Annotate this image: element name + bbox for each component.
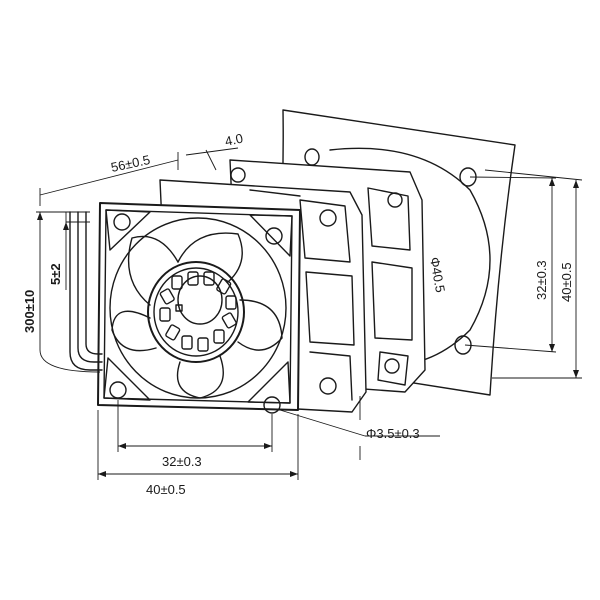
- front-hole-top-right: [265, 227, 283, 245]
- rear-hole-top: [387, 192, 403, 208]
- dim-mount-hole: Φ3.5±0.3: [366, 426, 420, 441]
- dim-hole-spacing-front: 32±0.3: [162, 454, 202, 469]
- plate-hole-bottom-right: [454, 335, 472, 355]
- dim-lead-strip: 5±2: [48, 263, 63, 285]
- front-hole-top-left: [113, 213, 131, 231]
- mid-hole-top: [319, 209, 337, 227]
- mid-hole-bottom: [319, 377, 337, 395]
- dim-duct-diameter: Φ40.5: [427, 256, 448, 294]
- dim-lead-length: 300±10: [22, 290, 37, 333]
- lead-wires: [66, 211, 103, 371]
- front-fan-frame: [97, 202, 301, 414]
- rear-hole-top-left: [230, 167, 246, 183]
- dim-hole-spacing-side: 32±0.3: [534, 260, 549, 300]
- dim-frame-width-front: 40±0.5: [146, 482, 186, 497]
- dim-frame-height-side: 40±0.5: [559, 262, 574, 302]
- dim-overall-depth: 56±0.5: [110, 152, 152, 175]
- front-hole-bottom-right: [263, 396, 281, 414]
- dimension-lines: [36, 147, 583, 480]
- dim-flange-offset: 4.0: [224, 131, 245, 149]
- fan-hub: [147, 261, 245, 363]
- rear-hole-bottom: [384, 358, 400, 374]
- front-hole-bottom-left: [109, 381, 127, 399]
- hub-slots: [159, 271, 237, 352]
